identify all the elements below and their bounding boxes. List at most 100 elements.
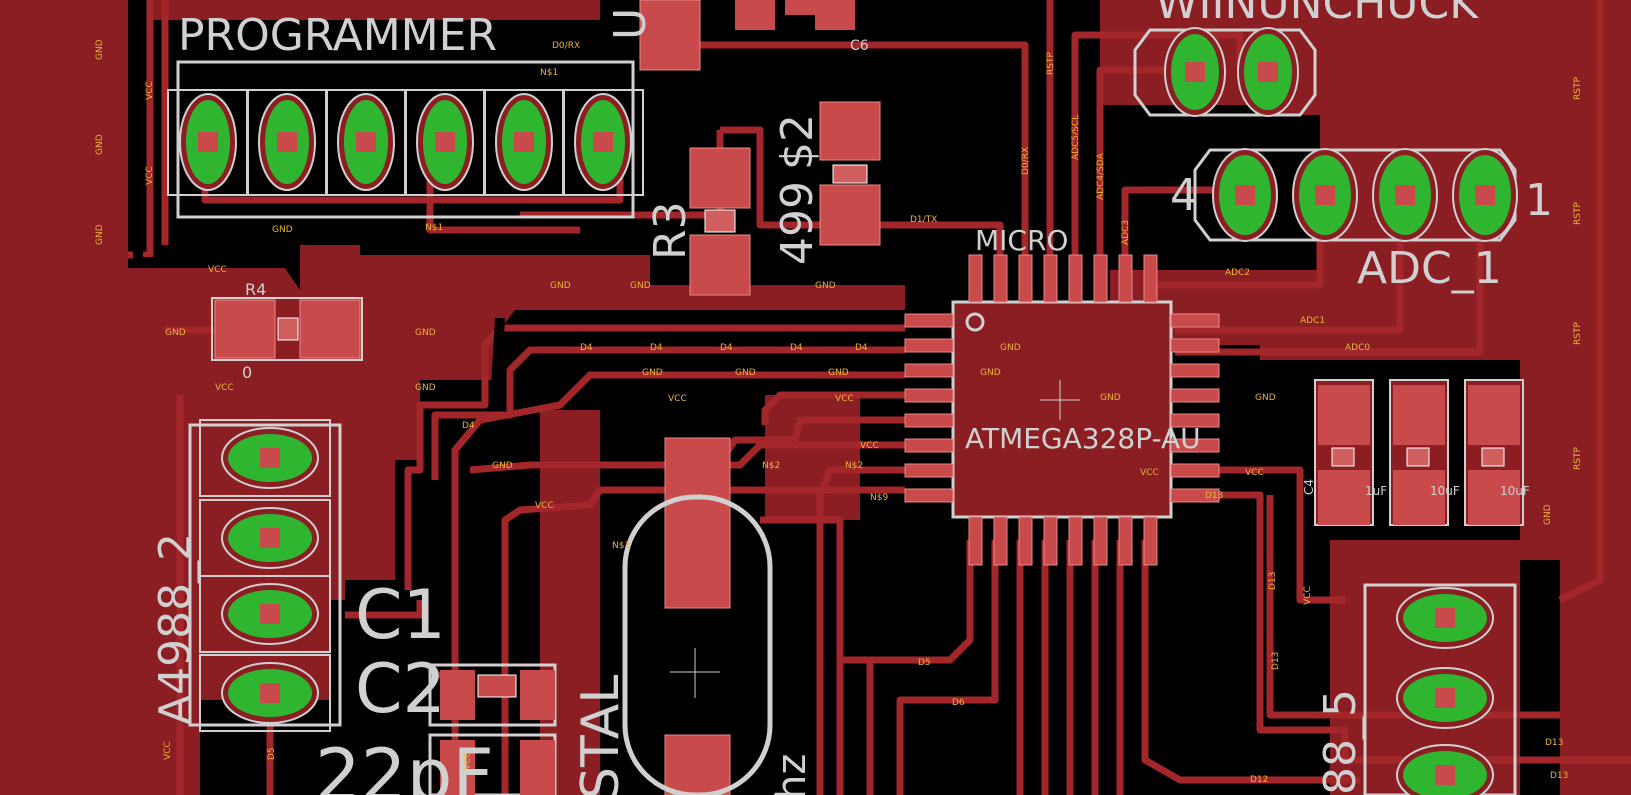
net-d0rx: D0/RX (1021, 147, 1031, 175)
net-adc0: ADC0 (1345, 343, 1370, 353)
adc-header-pads (1212, 148, 1518, 242)
adc-pin[interactable] (1452, 148, 1518, 242)
a4988-left-pin[interactable] (221, 507, 319, 569)
net-n3: N$3 (612, 541, 630, 551)
trace-d5 (836, 540, 974, 795)
resistor-r3[interactable] (689, 147, 751, 296)
trace-vcc-3 (761, 391, 905, 425)
net-rstp-2: RSTP (1573, 77, 1583, 100)
header-wiinunchuck[interactable] (1133, 27, 1317, 117)
capacitor-c2[interactable] (428, 663, 557, 795)
net-gnd-15: GND (1543, 504, 1553, 525)
copper-pour-mid-right (765, 395, 860, 520)
label-cap-10uf-b: 10uF (1430, 484, 1460, 498)
trace-adc0 (1175, 200, 1484, 356)
trace-adc4 (1096, 66, 1180, 270)
net-d5: D5 (918, 658, 931, 668)
net-adc5: ADC5/SCL (1071, 115, 1081, 160)
net-d4-6: D4 (462, 421, 475, 431)
trace-d13 (1180, 491, 1631, 764)
label-pin1: 1 (1525, 175, 1553, 226)
net-vcc-1: VCC (145, 81, 155, 100)
a4988-left-pin[interactable] (221, 427, 319, 489)
label-r3: R3 (645, 201, 696, 260)
ic-pin-left (904, 363, 954, 378)
ic-atmega328p[interactable] (904, 254, 1220, 566)
a4988-left-pads (199, 419, 331, 732)
net-gnd-5: GND (165, 328, 186, 338)
ic-pin-right (1170, 363, 1220, 378)
net-vcc-13: VCC (1303, 586, 1313, 605)
a4988-right-pin[interactable] (1396, 667, 1494, 729)
header-a4988-right[interactable] (1363, 583, 1517, 795)
net-rstp-3: RSTP (1573, 202, 1583, 225)
net-vcc-2: VCC (145, 166, 155, 185)
ic-pin-top (1118, 254, 1133, 303)
label-pin4: 4 (1170, 170, 1198, 221)
smd-components[interactable] (211, 0, 1524, 795)
label-22pf: 22pF (315, 733, 494, 795)
net-d4-5: D4 (855, 343, 868, 353)
net-gnd-3: GND (95, 224, 105, 245)
label-crystal: STAL (571, 675, 631, 795)
ic-pin-right (1170, 438, 1220, 453)
trace-d5b (866, 656, 950, 795)
label-mhz: hz (769, 754, 815, 795)
net-n2-2: N$2 (845, 461, 863, 471)
net-adc3: ADC3 (1121, 220, 1131, 245)
capacitor-c6[interactable] (639, 0, 855, 71)
trace-rstp-right (1558, 0, 1604, 604)
net-vcc-5: VCC (668, 394, 687, 404)
net-vcc-11: VCC (463, 751, 473, 770)
programmer-pin[interactable] (416, 93, 474, 191)
adc-pin[interactable] (1372, 148, 1438, 242)
header-a4988-left[interactable] (188, 419, 342, 732)
trace-d0rx (645, 41, 1029, 270)
net-gnd-17: GND (1100, 393, 1121, 403)
label-adc-header: ADC_1 (1357, 243, 1502, 294)
a4988-right-pin[interactable] (1396, 587, 1494, 649)
net-gnd-11: GND (642, 368, 663, 378)
trace-adc3 (1121, 186, 1240, 270)
programmer-pin[interactable] (337, 93, 395, 191)
adc-pin[interactable] (1212, 148, 1278, 242)
adc-pin[interactable] (1292, 148, 1358, 242)
wiinunchuck-pin[interactable] (1164, 27, 1226, 117)
ic-pin-bottom (968, 516, 983, 566)
label-programmer: PROGRAMMER (178, 10, 497, 61)
net-gnd-7: GND (415, 383, 436, 393)
header-adc[interactable] (1193, 148, 1518, 242)
trace-vcc-2 (451, 371, 905, 780)
programmer-pin[interactable] (495, 93, 553, 191)
a4988-left-pin[interactable] (221, 662, 319, 724)
resistor-s2[interactable] (819, 101, 881, 246)
label-r4: R4 (245, 280, 266, 299)
ic-pin-left (904, 313, 954, 328)
net-rstp-4: RSTP (1573, 322, 1583, 345)
ic-pin-left (904, 438, 954, 453)
ic-pin-top (1018, 254, 1033, 303)
net-d0rx-2: D0/RX (552, 41, 580, 51)
ic-pin-right (1170, 313, 1220, 328)
capacitor-bank-right[interactable] (1314, 379, 1524, 526)
a4988-right-pin[interactable] (1396, 744, 1494, 795)
crystal-xtal[interactable] (622, 437, 773, 795)
resistor-r4[interactable] (211, 297, 363, 361)
pin-frame (199, 575, 331, 653)
net-d13-4: D13 (1268, 572, 1278, 590)
net-gnd-6: GND (415, 328, 436, 338)
programmer-pin[interactable] (258, 93, 316, 191)
net-n1-1: N$1 (425, 223, 443, 233)
label-c1: C1 (355, 576, 446, 655)
net-adc1: ADC1 (1300, 316, 1325, 326)
programmer-pin[interactable] (574, 93, 632, 191)
a4988-left-pin[interactable] (221, 583, 319, 645)
net-d13-5: D13 (1271, 652, 1281, 670)
net-vcc-8: VCC (535, 501, 554, 511)
programmer-pin[interactable] (179, 93, 237, 191)
wiinunchuck-pin[interactable] (1237, 27, 1299, 117)
net-gnd-10: GND (815, 281, 836, 291)
header-programmer[interactable] (167, 60, 644, 219)
